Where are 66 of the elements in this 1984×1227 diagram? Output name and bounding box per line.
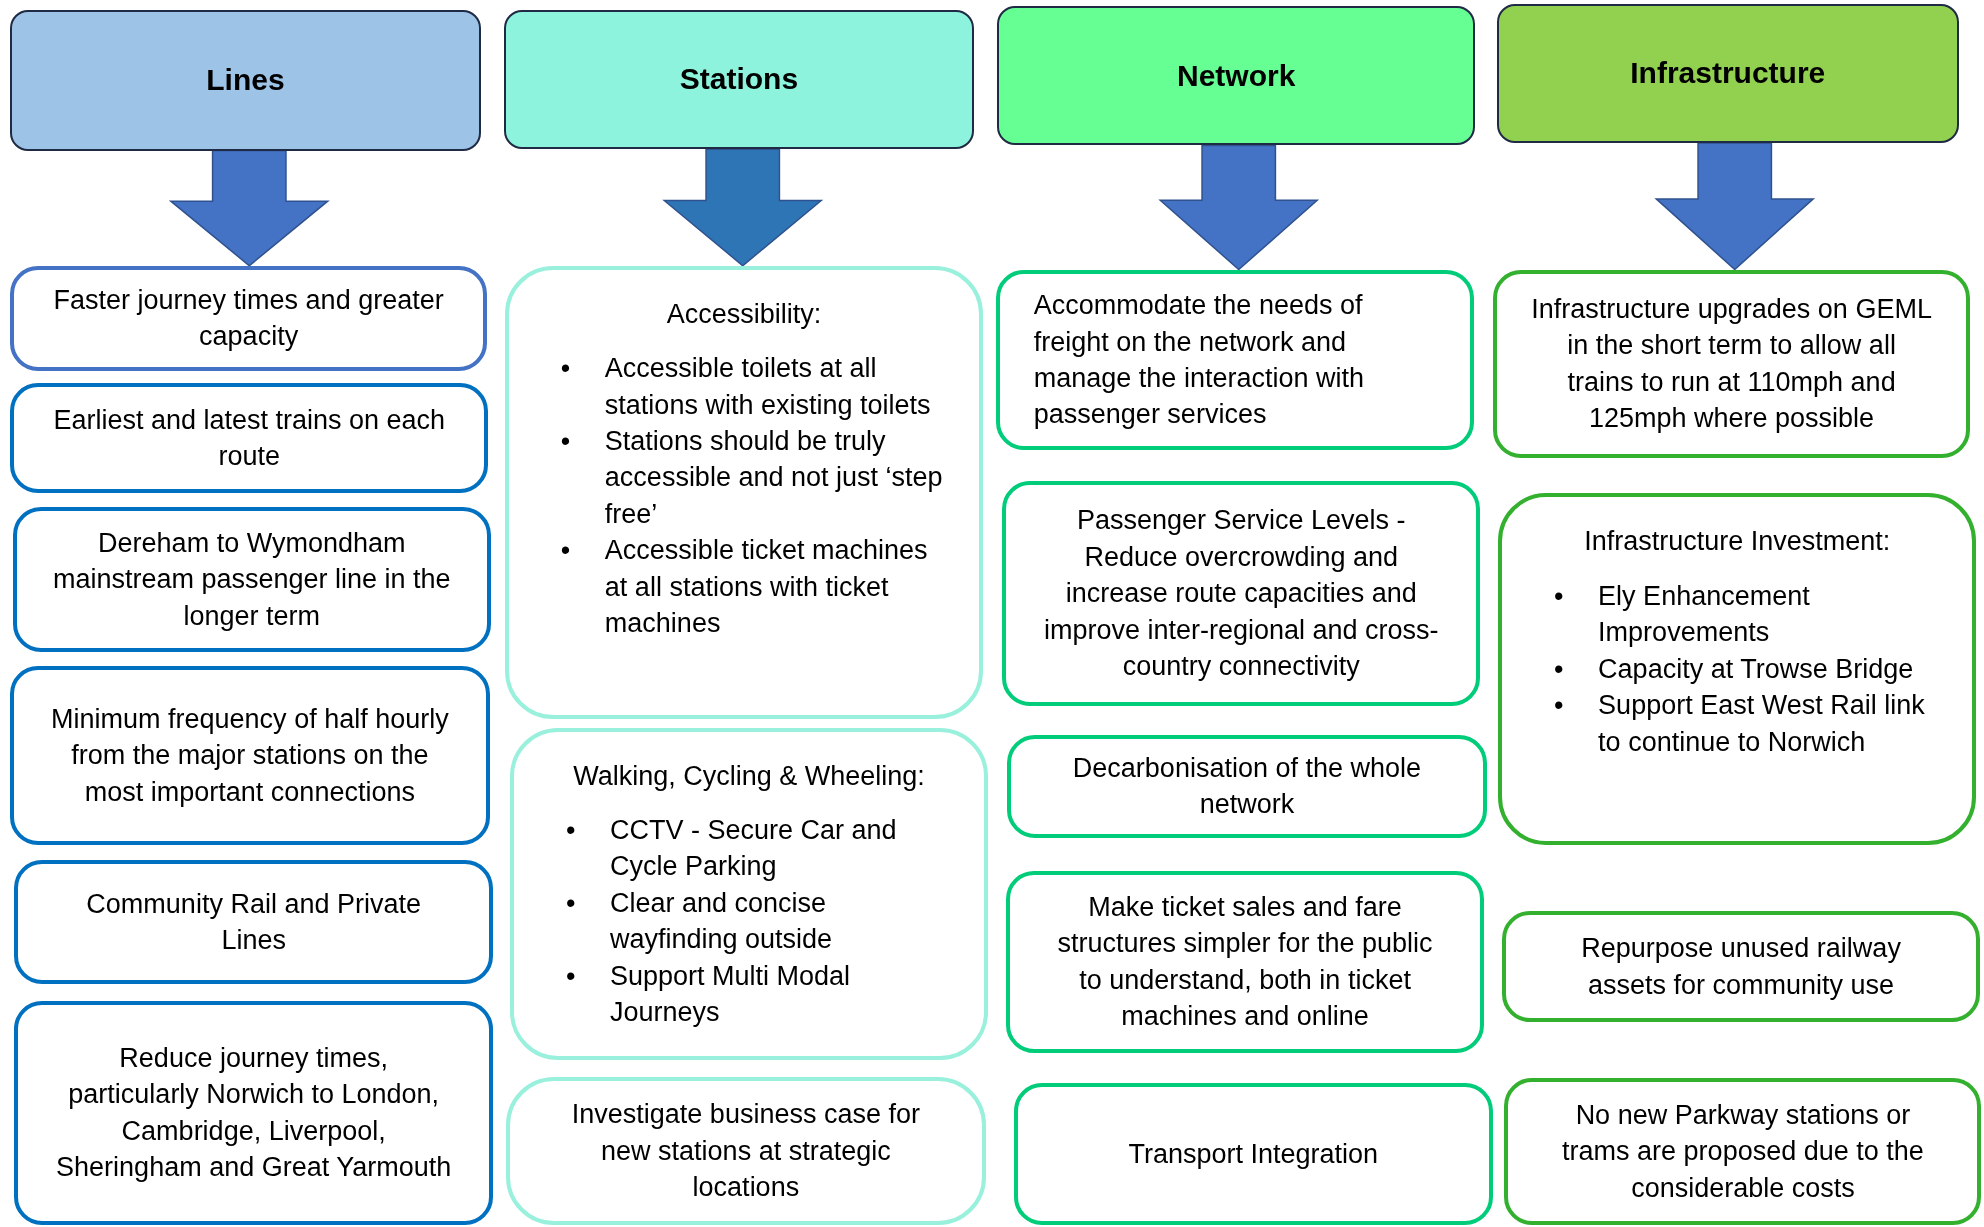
header-title: Network bbox=[1177, 57, 1296, 94]
bullet-mark: • bbox=[560, 534, 572, 568]
box-text: Passenger Service Levels - Reduce overcrowding and increase route capacities and improve inter-regional and cross-country connectivity bbox=[1042, 504, 1440, 684]
rounded-box bbox=[12, 507, 491, 652]
rounded-box bbox=[10, 383, 489, 494]
box-text: Reduce journey times, particularly Norwich to London, Cambridge, Liverpool, Sheringham and Great Yarmouth bbox=[55, 1041, 453, 1185]
box-text: No new Parkway stations or trams are proposed due to the considerable costs bbox=[1561, 1098, 1925, 1205]
rounded-box bbox=[1501, 911, 1981, 1023]
rounded-box bbox=[10, 665, 490, 846]
block-arrow bbox=[168, 149, 330, 267]
box-text: Transport Integration bbox=[1127, 1137, 1380, 1171]
box-text: Decarbonisation of the whole network bbox=[1071, 751, 1423, 822]
rounded-box bbox=[995, 269, 1475, 451]
bullet-item: Accessible toilets at all stations with existing toilets bbox=[604, 352, 932, 422]
bullet-item: Ely Enhancement Improvements bbox=[1598, 579, 1811, 650]
rounded-box bbox=[1013, 1083, 1494, 1225]
rounded-box bbox=[1007, 735, 1487, 838]
header-title: Infrastructure bbox=[1630, 55, 1826, 92]
box-text: Minimum frequency of half hourly from the major stations on the most important connections bbox=[50, 702, 450, 809]
rounded-box bbox=[504, 265, 984, 719]
box-text: Faster journey times and greater capacity bbox=[52, 283, 445, 354]
bullet-mark: • bbox=[565, 814, 577, 847]
box-text: Infrastructure upgrades on GEML in the short term to allow all trains to run at 110mph and 125mph where possible bbox=[1531, 292, 1933, 436]
box-text: Community Rail and Private Lines bbox=[85, 887, 422, 958]
rounded-box bbox=[1498, 493, 1977, 846]
box-text: Make ticket sales and fare structures simpler for the public to understand, both in ticket machines and online bbox=[1056, 890, 1434, 1034]
bullet-item: Clear and concise wayfinding outside bbox=[609, 886, 834, 957]
bullet-mark: • bbox=[1554, 689, 1565, 723]
bullet-mark: • bbox=[560, 425, 572, 458]
header-box bbox=[10, 10, 481, 151]
bullet-mark: • bbox=[565, 886, 577, 920]
header-box bbox=[997, 6, 1476, 146]
bullet-item: Stations should be truly accessible and not just ‘step free’ bbox=[604, 425, 944, 531]
box-text: Earliest and latest trains on each route bbox=[52, 403, 447, 474]
bullet-mark: • bbox=[560, 352, 572, 386]
box-heading: Accessibility: bbox=[665, 297, 823, 331]
rounded-box bbox=[1002, 480, 1481, 707]
bullet-item: Support East West Rail link to continue to Norwich bbox=[1598, 689, 1926, 759]
bullet-item: CCTV - Secure Car and Cycle Parking bbox=[609, 814, 898, 884]
block-arrow bbox=[662, 148, 824, 267]
rounded-box bbox=[10, 265, 488, 371]
box-heading: Infrastructure Investment: bbox=[1583, 525, 1892, 559]
box-text: Repurpose unused railway assets for community use bbox=[1580, 932, 1902, 1002]
rounded-box bbox=[509, 727, 989, 1061]
rounded-box bbox=[13, 860, 494, 985]
bullet-mark: • bbox=[1554, 579, 1565, 613]
rounded-box bbox=[1504, 1078, 1982, 1225]
rounded-box bbox=[506, 1076, 986, 1225]
box-text: Dereham to Wymondham mainstream passenger line in the longer term bbox=[51, 526, 452, 633]
block-arrow bbox=[1654, 142, 1816, 271]
bullet-item: Capacity at Trowse Bridge bbox=[1598, 652, 1915, 686]
box-text: Investigate business case for new stations at strategic locations bbox=[570, 1098, 921, 1204]
bullet-mark: • bbox=[565, 959, 577, 993]
rounded-box bbox=[13, 1000, 494, 1225]
block-arrow bbox=[1158, 144, 1320, 271]
header-title: Lines bbox=[206, 62, 285, 99]
box-text: Accommodate the needs of freight on the network and manage the interaction with passenger services bbox=[1033, 289, 1365, 432]
header-box bbox=[1496, 3, 1959, 143]
bullet-item: Accessible ticket machines at all stations with ticket machines bbox=[604, 534, 929, 641]
rounded-box bbox=[1005, 870, 1485, 1053]
header-box bbox=[503, 10, 975, 150]
bullet-item: Support Multi Modal Journeys bbox=[609, 959, 852, 1030]
rounded-box bbox=[1493, 269, 1971, 458]
header-title: Stations bbox=[679, 61, 799, 98]
bullet-mark: • bbox=[1554, 652, 1565, 686]
box-heading: Walking, Cycling & Wheeling: bbox=[572, 759, 926, 793]
